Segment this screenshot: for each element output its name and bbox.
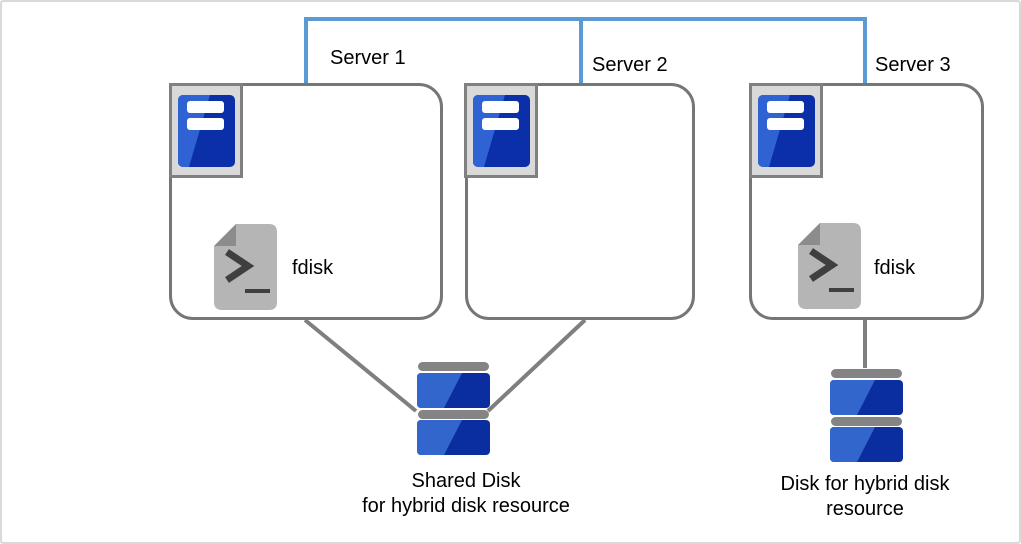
shell-script-icon <box>214 224 277 310</box>
fdisk-label: fdisk <box>292 257 334 279</box>
disk-stack-icon <box>417 362 490 455</box>
server-2-plate <box>464 83 538 178</box>
shared-disk-label-line1: Shared Disk <box>411 470 521 492</box>
server-3-label: Server 3 <box>875 54 951 76</box>
server-2-box <box>465 83 695 320</box>
server-1-plate <box>169 83 243 178</box>
shared-disk-label-line2: for hybrid disk resource <box>362 495 570 517</box>
server-1-label: Server 1 <box>330 47 406 69</box>
hybrid-disk-label-line1: Disk for hybrid disk <box>780 473 950 495</box>
server-tower-icon <box>758 95 815 167</box>
hybrid-disk-label: Disk for hybrid disk resource <box>715 472 1015 522</box>
network-link-line <box>304 17 867 83</box>
server-tower-icon <box>178 95 235 167</box>
shared-disk-label: Shared Disk for hybrid disk resource <box>316 469 616 519</box>
shell-script-icon <box>798 223 861 309</box>
hybrid-disk-label-line2: resource <box>826 498 904 520</box>
server-2-to-shared-disk-line <box>486 318 587 413</box>
disk-stack-icon <box>830 369 903 462</box>
server-3-plate <box>749 83 823 178</box>
server-2-label: Server 2 <box>592 54 668 76</box>
server-1-to-shared-disk-line <box>303 318 418 413</box>
server-tower-icon <box>473 95 530 167</box>
fdisk-label: fdisk <box>874 257 916 279</box>
